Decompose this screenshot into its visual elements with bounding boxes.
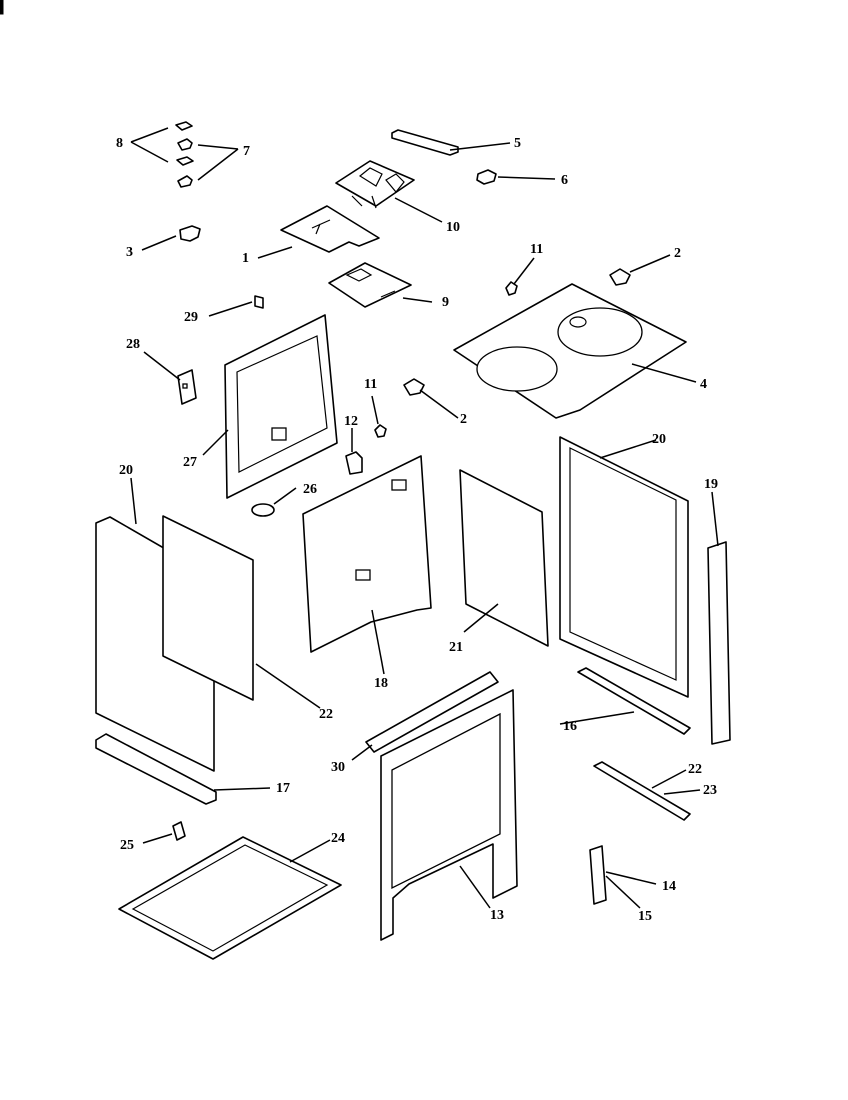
part-26-grommet xyxy=(251,503,275,517)
part-16-rail xyxy=(577,667,691,735)
part-6-clip xyxy=(476,169,497,185)
label-30: 30 xyxy=(331,760,345,775)
label-2-mid: 2 xyxy=(460,412,467,427)
label-12: 12 xyxy=(344,414,358,429)
part-10-bracket xyxy=(335,160,415,209)
label-20-left: 20 xyxy=(119,463,133,478)
part-18-oven-back xyxy=(302,455,432,653)
part-22-inner-panel xyxy=(162,515,254,701)
part-29-screw xyxy=(254,295,264,309)
label-29: 29 xyxy=(184,310,198,325)
label-25: 25 xyxy=(120,838,134,853)
part-5-strip xyxy=(391,129,459,156)
part-17-rail xyxy=(95,733,217,805)
part-30-strip xyxy=(365,671,499,753)
label-10: 10 xyxy=(446,220,460,235)
label-14: 14 xyxy=(662,879,676,894)
label-26: 26 xyxy=(303,482,317,497)
part-28-bracket xyxy=(177,369,197,405)
label-21: 21 xyxy=(449,640,463,655)
label-5: 5 xyxy=(514,136,521,151)
callout-labels: 8 7 3 1 5 6 10 9 11 2 4 29 28 11 2 12 27… xyxy=(116,136,718,924)
label-19: 19 xyxy=(704,477,718,492)
part-7-8-clips xyxy=(175,121,194,188)
part-19-trim xyxy=(707,541,731,745)
part-25-leveler xyxy=(172,821,186,841)
label-4: 4 xyxy=(700,377,707,392)
scan-mark xyxy=(0,0,4,15)
part-1-plate xyxy=(280,205,380,253)
label-1: 1 xyxy=(242,251,249,266)
label-27: 27 xyxy=(183,455,197,470)
label-16: 16 xyxy=(563,719,577,734)
label-11-top: 11 xyxy=(530,242,543,257)
part-13-front-frame xyxy=(380,689,518,941)
part-12-bracket xyxy=(345,451,363,475)
part-2-clip-top xyxy=(609,268,631,286)
part-27-back-panel xyxy=(224,314,338,499)
label-22-left: 22 xyxy=(319,707,333,722)
label-15: 15 xyxy=(638,909,652,924)
label-8: 8 xyxy=(116,136,123,151)
part-3-clip xyxy=(179,225,201,242)
label-22-right: 22 xyxy=(688,762,702,777)
part-2-clip-mid xyxy=(403,378,425,396)
label-23: 23 xyxy=(703,783,717,798)
label-18: 18 xyxy=(374,676,388,691)
part-21-panel xyxy=(459,469,549,647)
part-14-15-bracket xyxy=(589,845,607,905)
part-22-23-rail xyxy=(593,761,691,821)
part-9-bracket xyxy=(328,262,412,308)
label-20-right: 20 xyxy=(652,432,666,447)
label-13: 13 xyxy=(490,908,504,923)
leader-lines xyxy=(130,127,719,909)
part-11-nut-top xyxy=(505,281,518,296)
label-9: 9 xyxy=(442,295,449,310)
label-28: 28 xyxy=(126,337,140,352)
label-17: 17 xyxy=(276,781,290,796)
part-11-nut-mid xyxy=(374,424,387,438)
part-24-tray xyxy=(118,836,342,960)
part-20-side-panel-right xyxy=(559,436,689,698)
label-7: 7 xyxy=(243,144,250,159)
label-6: 6 xyxy=(561,173,568,188)
part-4-cooktop-panel xyxy=(453,283,687,419)
label-11-mid: 11 xyxy=(364,377,377,392)
label-24: 24 xyxy=(331,831,345,846)
label-2-top: 2 xyxy=(674,246,681,261)
label-3: 3 xyxy=(126,245,133,260)
